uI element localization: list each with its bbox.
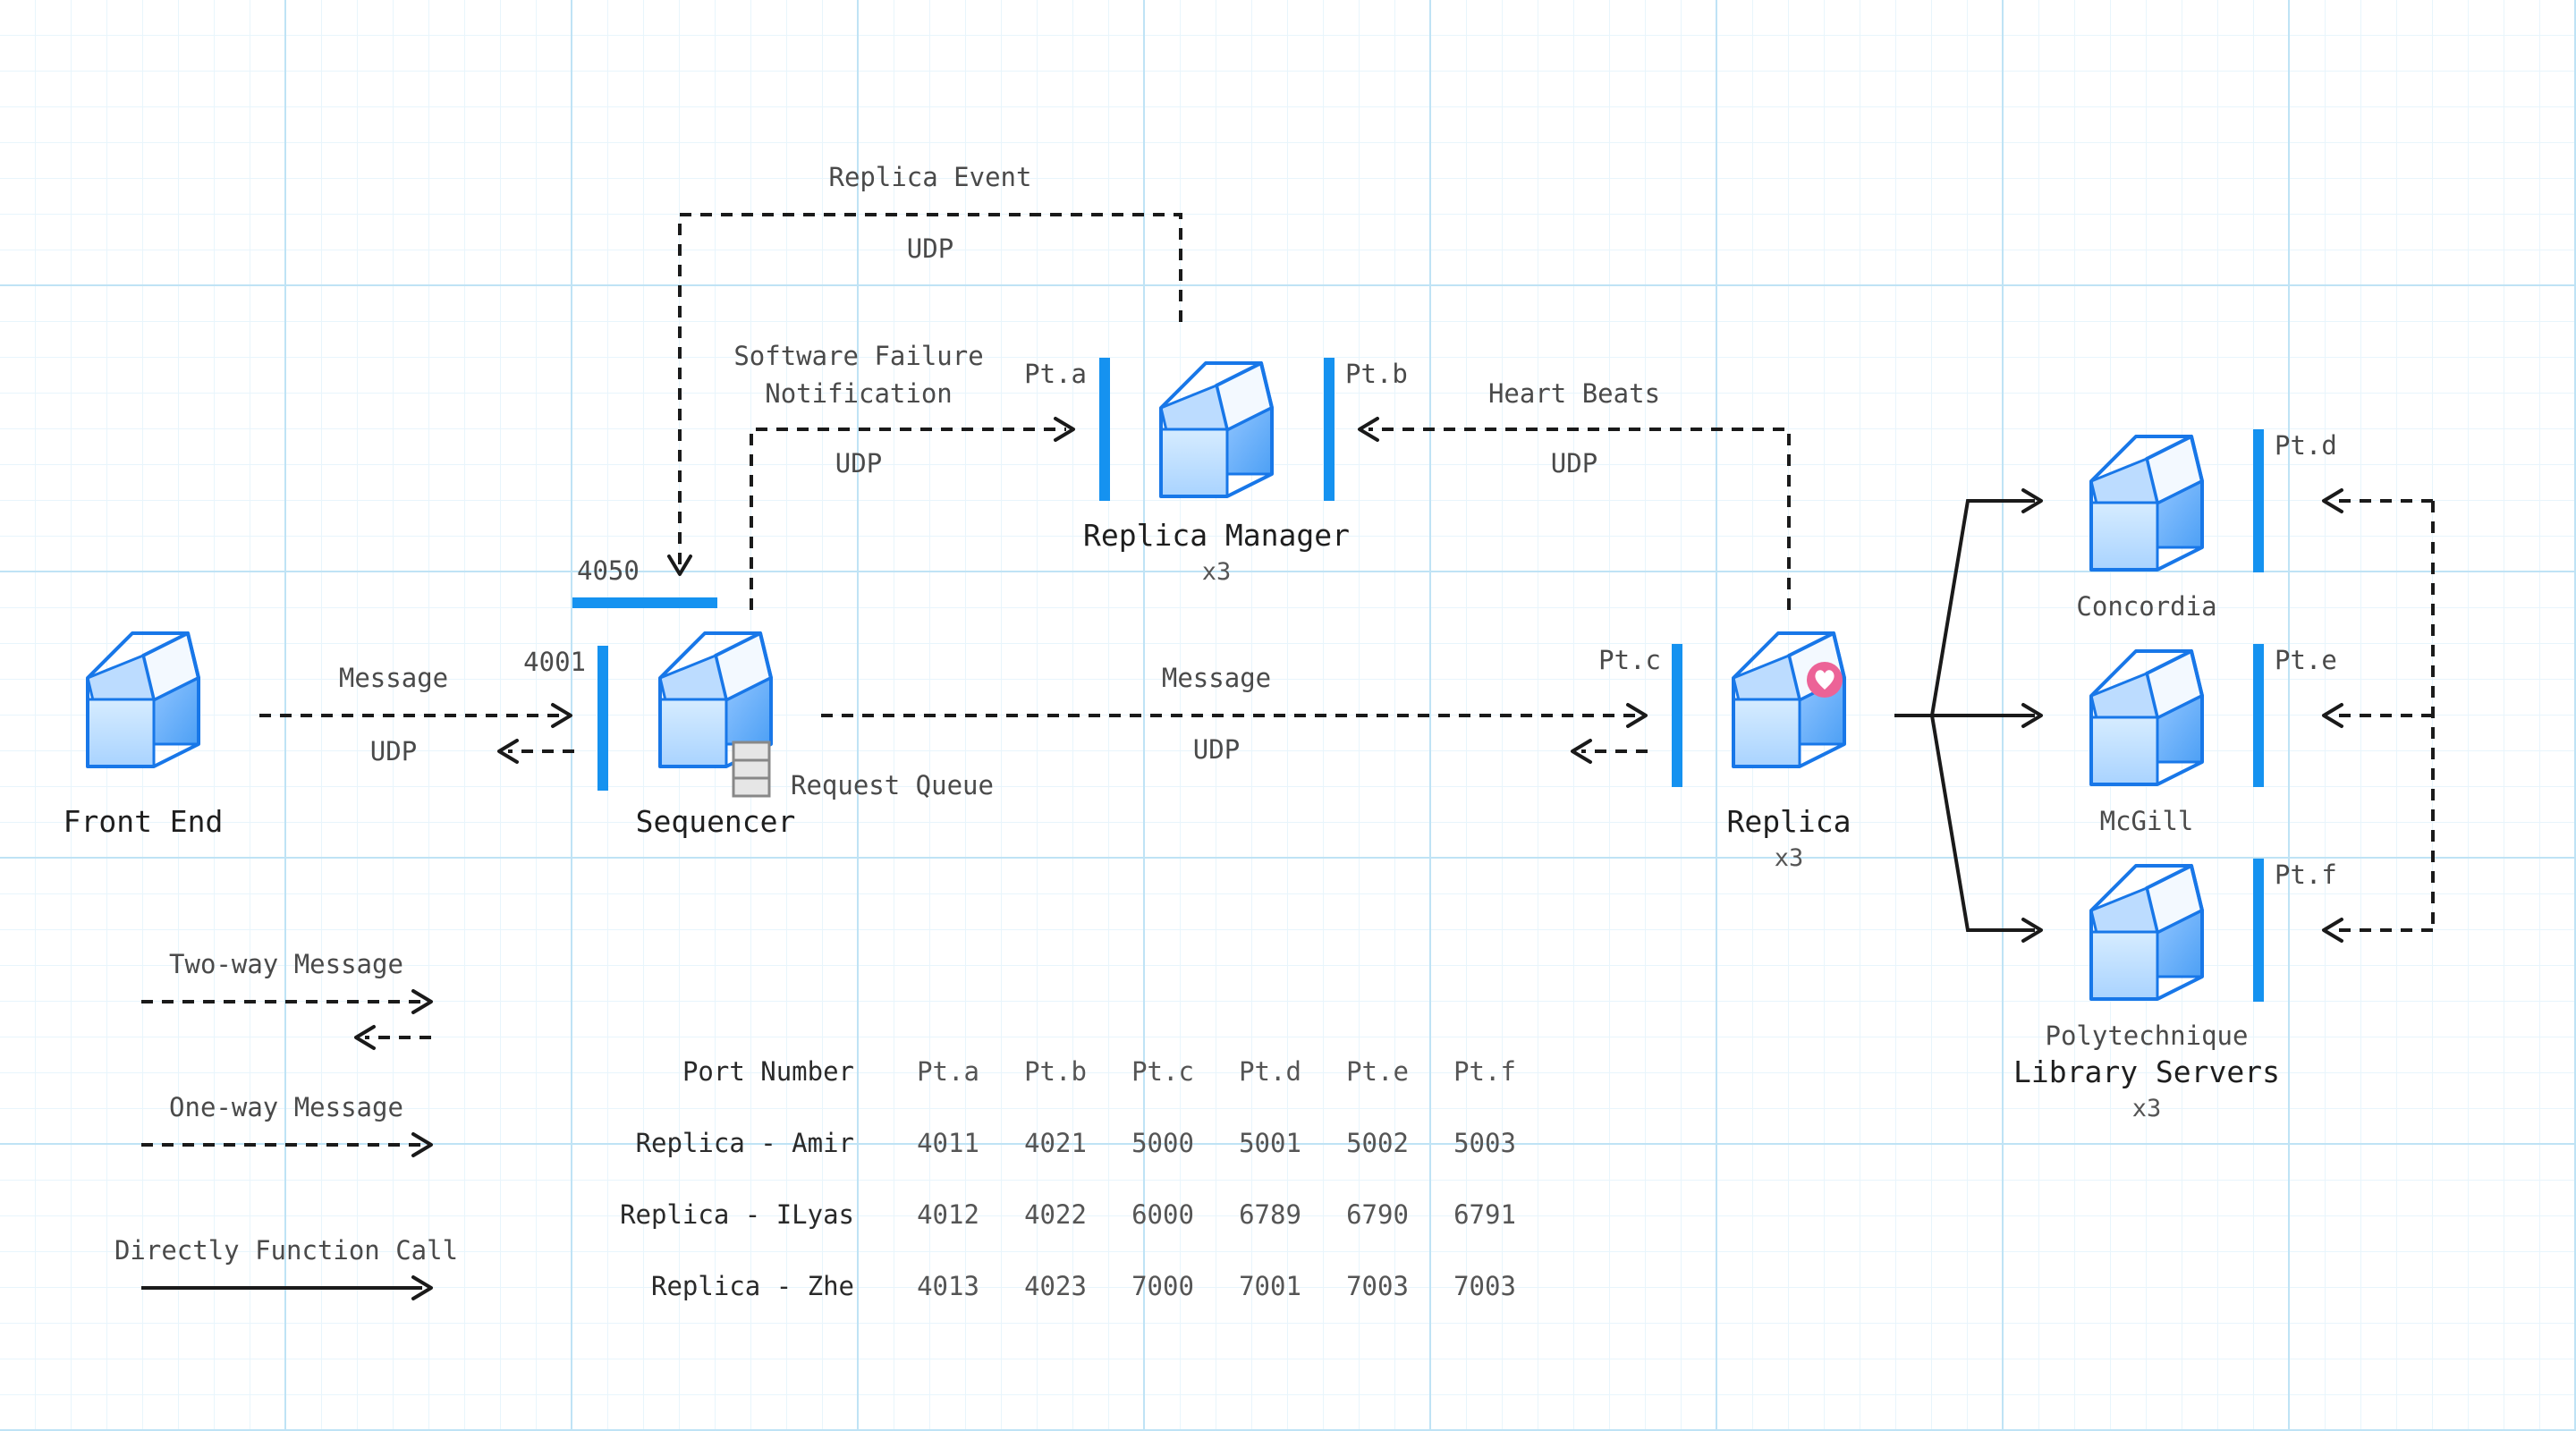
port-table-cell: 6790	[1346, 1199, 1409, 1230]
edge-replica-to-servers	[1894, 488, 2043, 943]
replica-rm-protocol-label: UDP	[1551, 448, 1597, 478]
port-bar-4001	[597, 646, 608, 791]
edge-replica-to-rm	[1358, 417, 1791, 610]
port-label-pt-c: Pt.c	[1598, 645, 1661, 675]
port-table-row-name: Replica - Amir	[636, 1128, 854, 1158]
seq-rm-label-line1: Software Failure	[733, 341, 983, 371]
port-label-pt-d: Pt.d	[2275, 430, 2337, 461]
sequencer-title: Sequencer	[636, 804, 796, 839]
replica-title: Replica	[1726, 804, 1851, 839]
library-servers-count: x3	[2132, 1095, 2162, 1122]
port-table-cell: 7003	[1453, 1271, 1516, 1301]
port-table: Port Number Pt.a Pt.b Pt.c Pt.d Pt.e Pt.…	[620, 1056, 1516, 1301]
edge-sequencer-to-replica	[821, 703, 1648, 764]
heart-icon	[1807, 662, 1843, 698]
port-table-cell: 4021	[1024, 1128, 1087, 1158]
legend: Two-way Message One-way Message Directly…	[114, 949, 458, 1300]
request-queue-icon	[732, 741, 771, 798]
port-table-cell: 6791	[1453, 1199, 1516, 1230]
seq-rm-label-line2: Notification	[765, 378, 953, 409]
port-label-pt-a: Pt.a	[1024, 359, 1087, 389]
library-servers-title: Library Servers	[2013, 1054, 2280, 1089]
port-table-cell: 5001	[1239, 1128, 1301, 1158]
port-table-cell: 5000	[1131, 1128, 1194, 1158]
port-table-cell: 6789	[1239, 1199, 1301, 1230]
server-concordia-label: Concordia	[2076, 591, 2216, 622]
port-bar-4050	[572, 597, 717, 608]
port-table-col-pt-e: Pt.e	[1346, 1056, 1409, 1087]
port-table-cell: 5002	[1346, 1128, 1409, 1158]
port-table-cell: 6000	[1131, 1199, 1194, 1230]
edge-rm-to-sequencer	[667, 213, 1182, 576]
port-bar-pt-f	[2253, 859, 2264, 1002]
server-polytechnique-label: Polytechnique	[2046, 1020, 2249, 1051]
port-table-cell: 7001	[1239, 1271, 1301, 1301]
edge-fe-to-sequencer	[259, 703, 574, 764]
replica-cube-icon	[1732, 631, 1846, 768]
port-label-4001: 4001	[523, 647, 586, 677]
replica-manager-cube-icon	[1159, 361, 1274, 498]
port-bar-pt-e	[2253, 644, 2264, 787]
port-bar-pt-d	[2253, 429, 2264, 572]
port-table-cell: 7003	[1346, 1271, 1409, 1301]
port-table-col-pt-b: Pt.b	[1024, 1056, 1087, 1087]
legend-one-way-label: One-way Message	[169, 1092, 403, 1122]
replica-manager-count: x3	[1202, 558, 1232, 586]
seq-replica-protocol-label: UDP	[1193, 734, 1240, 765]
port-table-cell: 4023	[1024, 1271, 1087, 1301]
server-mcgill-label: McGill	[2100, 806, 2194, 836]
replica-rm-heartbeat-label: Heart Beats	[1488, 378, 1660, 409]
port-table-cell: 5003	[1453, 1128, 1516, 1158]
replica-count: x3	[1775, 844, 1804, 872]
seq-replica-message-label: Message	[1162, 663, 1271, 693]
rm-seq-protocol-label: UDP	[907, 233, 953, 264]
port-table-col-pt-d: Pt.d	[1239, 1056, 1301, 1087]
port-table-col-pt-a: Pt.a	[917, 1056, 979, 1087]
replica-manager-title: Replica Manager	[1083, 518, 1350, 553]
port-label-pt-b: Pt.b	[1345, 359, 1408, 389]
polytechnique-cube-icon	[2089, 864, 2204, 1001]
legend-direct-label: Directly Function Call	[114, 1235, 458, 1266]
port-table-col-pt-c: Pt.c	[1131, 1056, 1194, 1087]
edge-sequencer-to-rm	[750, 417, 1075, 610]
port-table-row-name: Replica - Zhe	[651, 1271, 854, 1301]
fe-seq-protocol-label: UDP	[370, 736, 417, 766]
seq-rm-protocol-label: UDP	[835, 448, 882, 478]
port-table-col-pt-f: Pt.f	[1453, 1056, 1516, 1087]
port-table-cell: 4013	[917, 1271, 979, 1301]
port-table-cell: 4012	[917, 1199, 979, 1230]
front-end-title: Front End	[64, 804, 224, 839]
edge-servers-reply-bus	[2322, 488, 2435, 943]
mcgill-cube-icon	[2089, 649, 2204, 786]
request-queue-label: Request Queue	[791, 770, 994, 800]
port-table-cell: 7000	[1131, 1271, 1194, 1301]
legend-two-way-label: Two-way Message	[169, 949, 403, 979]
port-label-pt-f: Pt.f	[2275, 859, 2337, 890]
port-bar-pt-b	[1324, 358, 1335, 501]
port-label-pt-e: Pt.e	[2275, 645, 2337, 675]
port-table-cell: 4011	[917, 1128, 979, 1158]
concordia-cube-icon	[2089, 435, 2204, 572]
rm-seq-event-label: Replica Event	[829, 162, 1032, 192]
port-bar-pt-a	[1099, 358, 1110, 501]
port-label-4050: 4050	[577, 555, 640, 586]
fe-seq-message-label: Message	[339, 663, 448, 693]
port-table-header: Port Number	[682, 1056, 854, 1087]
port-bar-pt-c	[1672, 644, 1682, 787]
port-table-row-name: Replica - ILyas	[620, 1199, 854, 1230]
port-table-cell: 4022	[1024, 1199, 1087, 1230]
front-end-cube-icon	[86, 631, 200, 768]
